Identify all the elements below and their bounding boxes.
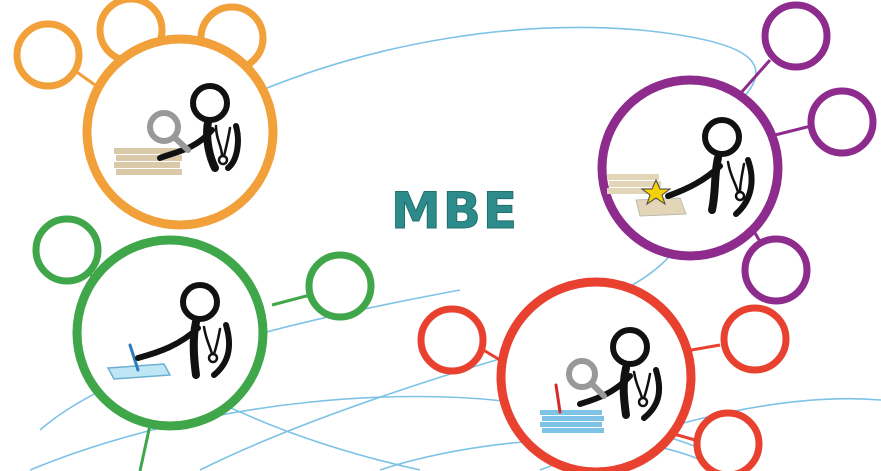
satellite-node	[417, 305, 487, 375]
satellite-node	[32, 215, 102, 285]
appraising-doctor-icon	[607, 117, 755, 217]
satellite-node	[720, 304, 790, 374]
writing-doctor-icon	[106, 282, 233, 380]
satellite-node	[693, 409, 763, 471]
satellite-node	[13, 20, 83, 90]
satellite-node	[305, 251, 375, 321]
satellite-node	[761, 1, 831, 71]
cluster-purple	[597, 1, 877, 305]
searching-doctor-icon	[114, 83, 241, 175]
cluster-red	[417, 277, 790, 471]
satellite-node	[807, 87, 877, 157]
reviewing-doctor-icon	[540, 327, 663, 433]
cluster-orange	[13, 0, 278, 230]
satellite-node	[741, 235, 811, 305]
cluster-green	[32, 215, 375, 471]
diagram-title: MBE	[391, 182, 519, 240]
main-node	[72, 235, 268, 431]
